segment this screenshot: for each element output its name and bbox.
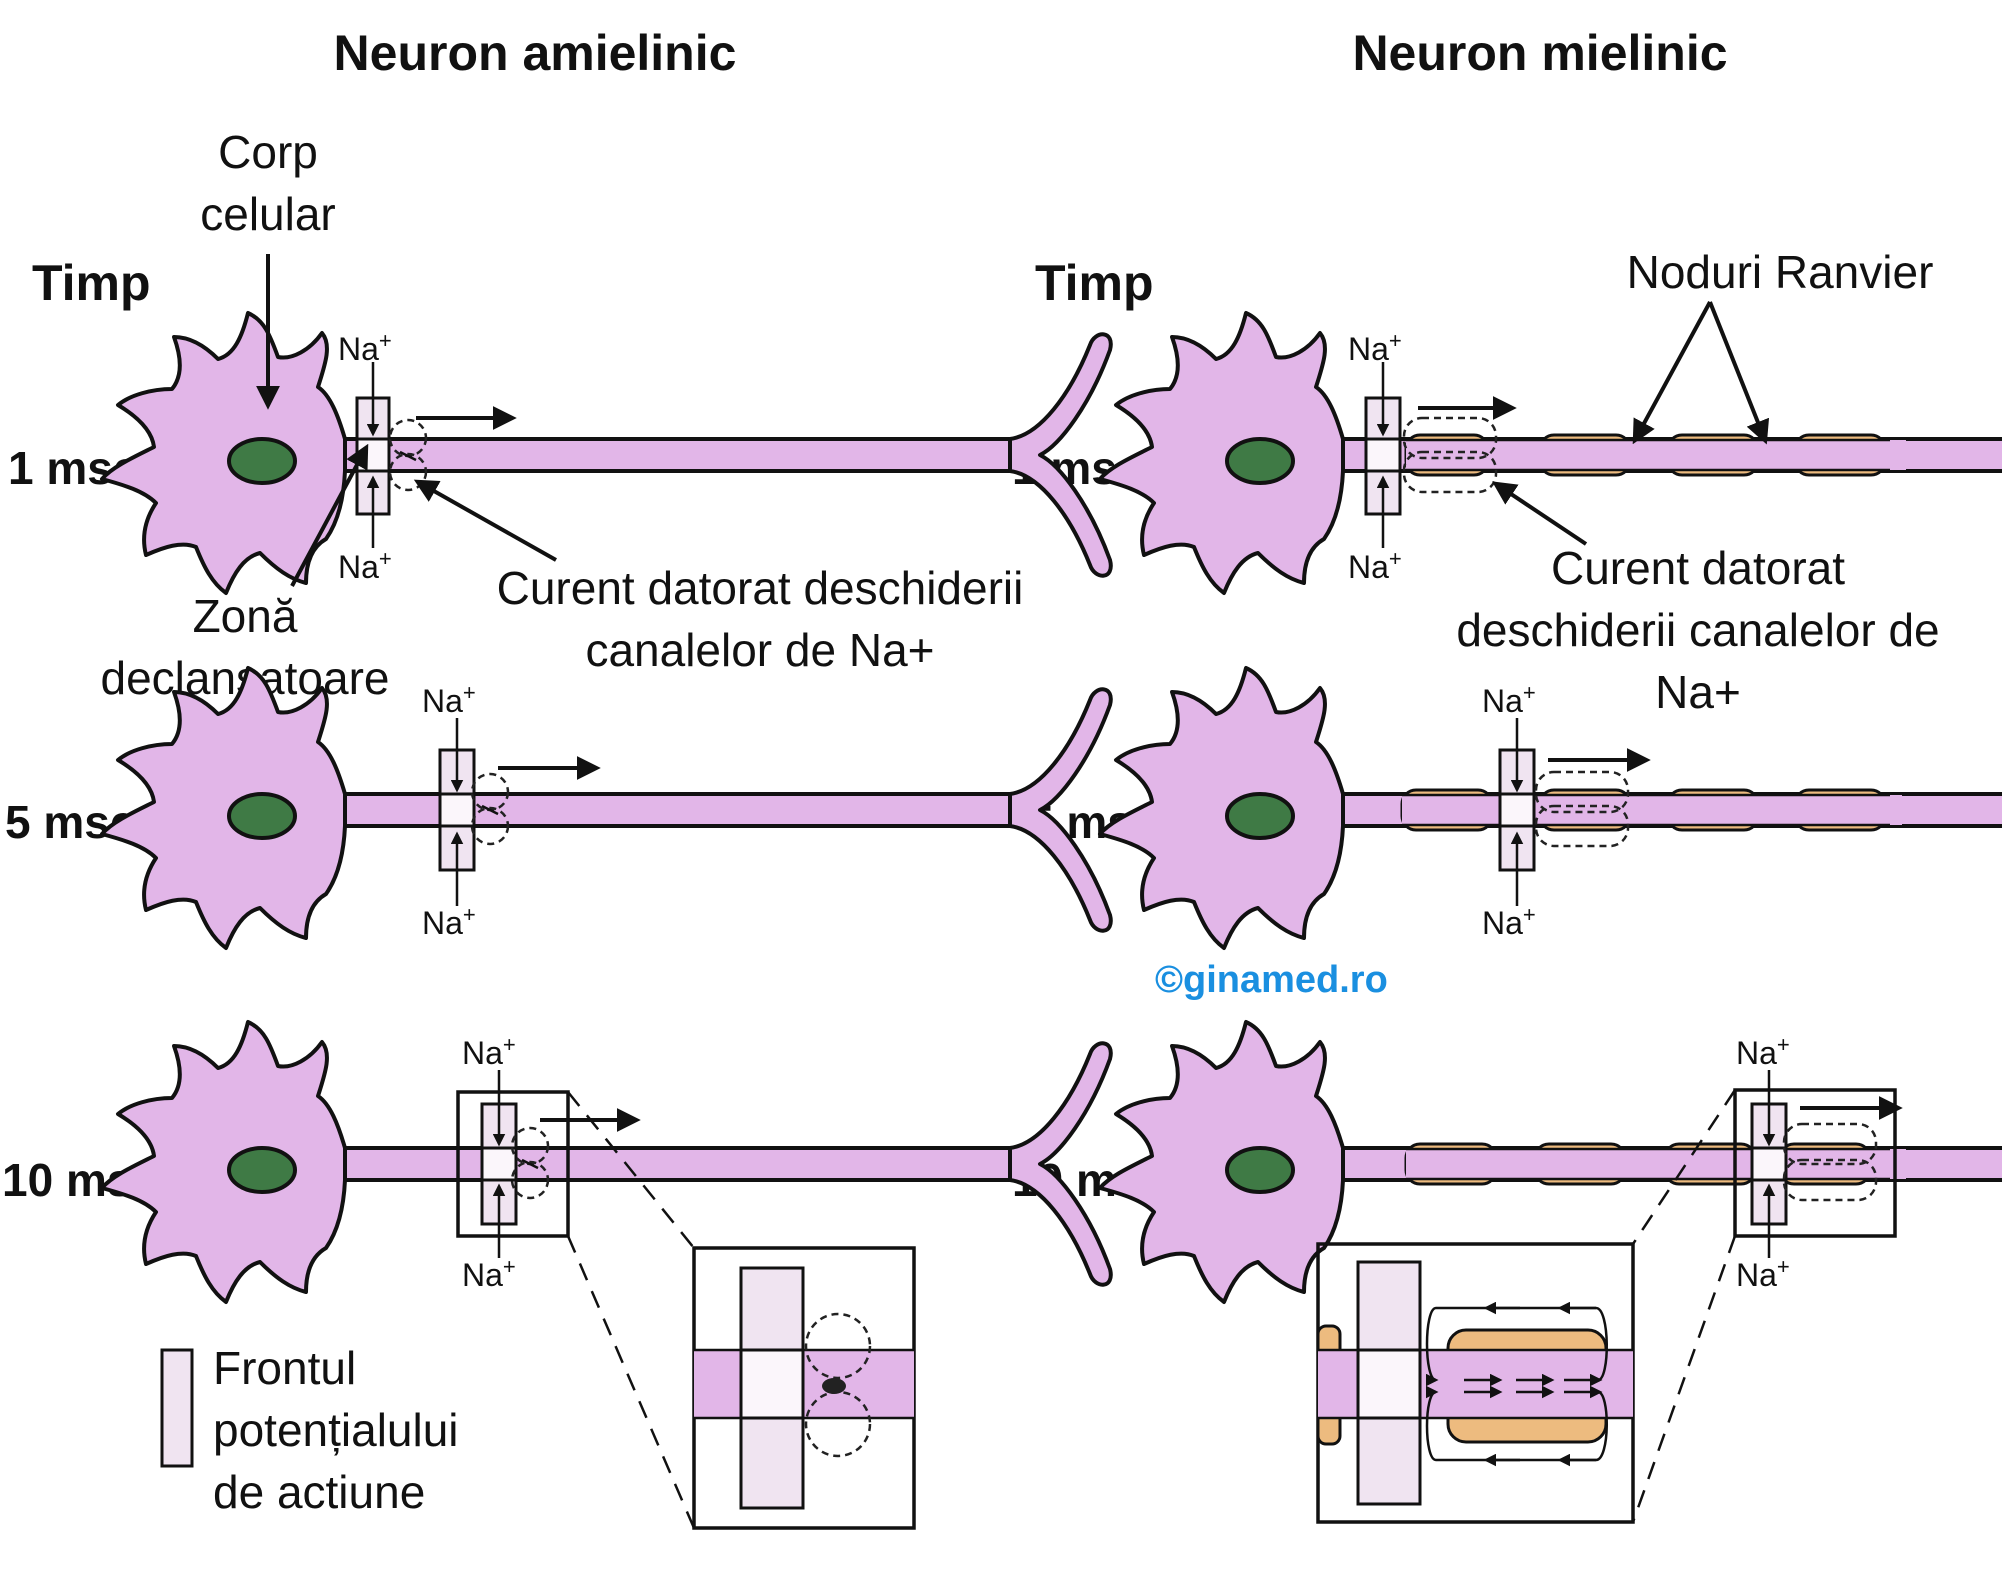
svg-text:Na+: Na+ bbox=[1348, 328, 1402, 367]
na-ion-label: Na+ bbox=[1736, 1032, 1790, 1071]
svg-text:Na+: Na+ bbox=[422, 902, 476, 941]
na-ion-label: Na+ bbox=[1736, 1254, 1790, 1293]
neuron-myelinated-10msec bbox=[1098, 1020, 2002, 1524]
neuron-myelinated-1msec bbox=[1098, 311, 2002, 595]
svg-text:Na+: Na+ bbox=[1482, 680, 1536, 719]
svg-text:Na+: Na+ bbox=[1482, 902, 1536, 941]
current-unmyel-label: Curent datorat deschiderii bbox=[497, 562, 1024, 614]
current-unmyel-label: canalelor de Na+ bbox=[585, 624, 934, 676]
time-label-right: Timp bbox=[1035, 255, 1154, 311]
neuron-unmyelinated-10msec bbox=[100, 1020, 1113, 1530]
svg-text:Na+: Na+ bbox=[1736, 1254, 1790, 1293]
na-ion-label: Na+ bbox=[462, 1254, 516, 1293]
cell-body-label: celular bbox=[200, 188, 336, 240]
current-myel-label: Na+ bbox=[1655, 666, 1741, 718]
watermark: ©ginamed.ro bbox=[1155, 959, 1388, 1001]
na-ion-label: Na+ bbox=[422, 680, 476, 719]
na-ion-label: Na+ bbox=[462, 1032, 516, 1071]
cell-body-label: Corp bbox=[218, 126, 318, 178]
heading-myelinated: Neuron mielinic bbox=[1352, 25, 1727, 81]
na-ion-label: Na+ bbox=[1482, 680, 1536, 719]
current-myel-pointer bbox=[1492, 481, 1588, 546]
nodes-ranvier-pointer bbox=[1708, 301, 1770, 445]
time-label-left: Timp bbox=[32, 255, 151, 311]
legend-label: Frontul bbox=[213, 1342, 356, 1394]
na-ion-label: Na+ bbox=[338, 328, 392, 367]
na-ion-label: Na+ bbox=[1348, 546, 1402, 585]
legend-swatch bbox=[160, 1348, 194, 1468]
neuron-myelinated-5msec bbox=[1098, 666, 2002, 950]
neuron-unmyelinated-5msec bbox=[100, 666, 1113, 950]
neuron-unmyelinated-1msec bbox=[100, 311, 1113, 595]
svg-text:Na+: Na+ bbox=[462, 1032, 516, 1071]
legend-label: potențialului bbox=[213, 1404, 459, 1456]
svg-text:Na+: Na+ bbox=[1348, 546, 1402, 585]
trigger-zone-pointer bbox=[290, 443, 369, 587]
svg-text:Na+: Na+ bbox=[338, 546, 392, 585]
svg-text:Na+: Na+ bbox=[462, 1254, 516, 1293]
svg-text:Na+: Na+ bbox=[338, 328, 392, 367]
svg-text:Na+: Na+ bbox=[422, 680, 476, 719]
heading-unmyelinated: Neuron amielinic bbox=[334, 25, 737, 81]
trigger-zone-label: Zonă bbox=[193, 590, 298, 642]
current-myel-label: Curent datorat bbox=[1551, 542, 1845, 594]
svg-text:Na+: Na+ bbox=[1736, 1032, 1790, 1071]
na-ion-label: Na+ bbox=[338, 546, 392, 585]
current-myel-label: deschiderii canalelor de bbox=[1456, 604, 1939, 656]
na-ion-label: Na+ bbox=[1482, 902, 1536, 941]
nodes-ranvier-label: Noduri Ranvier bbox=[1627, 246, 1934, 298]
legend-label: de actiune bbox=[213, 1466, 425, 1518]
current-unmyel-pointer bbox=[413, 479, 557, 562]
na-ion-label: Na+ bbox=[422, 902, 476, 941]
nodes-ranvier-pointer bbox=[1632, 301, 1712, 445]
na-ion-label: Na+ bbox=[1348, 328, 1402, 367]
